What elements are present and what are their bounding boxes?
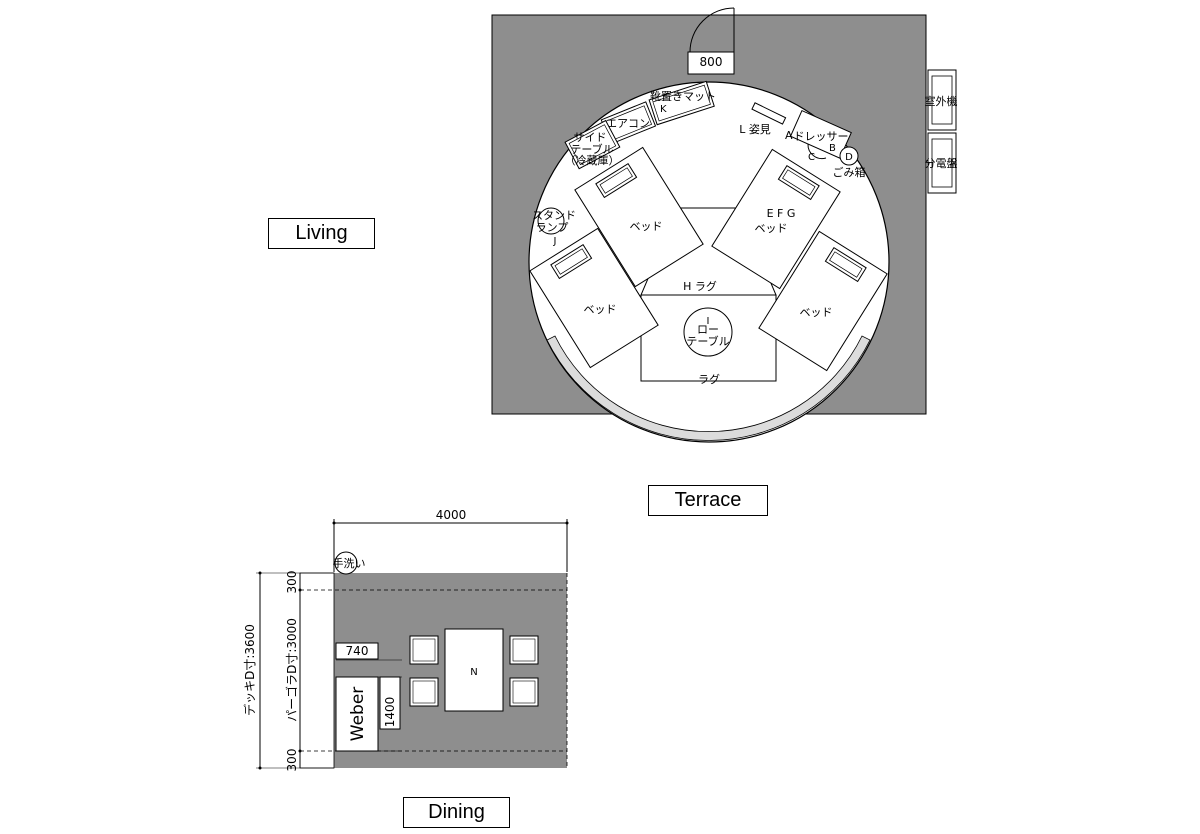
bed-top-right-label: ベッド xyxy=(755,222,788,235)
rug-h-label: H ラグ xyxy=(683,279,717,293)
hand-wash-label: 手洗い xyxy=(333,556,366,570)
trash-bin xyxy=(839,146,859,166)
side-table xyxy=(564,119,621,170)
dresser xyxy=(789,109,852,159)
bed-efg-label: E F G xyxy=(767,207,796,220)
chair xyxy=(509,677,539,707)
code-c: C xyxy=(808,152,815,163)
outdoor-unit-label: 室外機 xyxy=(925,94,958,108)
mirror-label: L 姿見 xyxy=(739,123,771,136)
stand-lamp xyxy=(537,207,565,235)
side-table-label-1: サイド xyxy=(574,131,607,144)
chair xyxy=(409,677,439,707)
grill-width-box xyxy=(335,642,379,660)
aircon-label: エアコン xyxy=(606,117,650,130)
shoe-mat xyxy=(648,80,715,126)
code-b: B xyxy=(829,143,836,154)
bed-bottom-right-label: ベッド xyxy=(800,306,833,319)
lamp-label-2: ランプ xyxy=(536,221,569,234)
side-table-label-2: テーブル xyxy=(570,142,613,156)
top-300-dimension: 300 xyxy=(285,571,299,594)
outdoor-unit xyxy=(927,69,957,131)
hand-wash-sink xyxy=(334,551,358,575)
low-table xyxy=(683,307,733,357)
tent-eave xyxy=(546,335,871,441)
dining-label: Dining xyxy=(403,797,510,828)
grill-depth-box xyxy=(379,676,401,730)
breaker-panel xyxy=(927,132,957,194)
bed-bottom-left xyxy=(529,227,659,369)
breaker-panel-label: 分電盤 xyxy=(925,157,958,170)
dresser-chair xyxy=(807,143,827,160)
grill-depth-dimension: 1400 xyxy=(383,697,397,728)
dining-width-dimension: 4000 xyxy=(436,508,467,522)
bed-top-left xyxy=(574,146,704,288)
pergola-depth-dimension: パーゴラD寸:3000 xyxy=(284,618,299,722)
bed-top-left-label: ベッド xyxy=(630,220,663,233)
entrance-door-opening xyxy=(687,51,735,75)
door-swing xyxy=(689,7,735,53)
grill-label: Weber xyxy=(348,687,368,742)
low-table-label-1: ロー xyxy=(697,323,719,336)
chair xyxy=(409,635,439,665)
trash-label: ごみ箱 xyxy=(833,165,866,179)
side-table-label-3: （冷蔵庫） xyxy=(565,153,620,167)
shoe-mat-label: 靴置きマット xyxy=(650,89,716,103)
low-table-code: I xyxy=(707,316,710,327)
grill xyxy=(335,676,379,752)
living-label: Living xyxy=(268,218,375,249)
chair xyxy=(509,635,539,665)
deck-depth-dimension: デッキD寸:3600 xyxy=(242,624,257,716)
rug-label: ラグ xyxy=(698,372,720,386)
bed-bottom-left-label: ベッド xyxy=(584,303,617,316)
dresser-code: A xyxy=(785,129,793,142)
bed-bottom-right xyxy=(758,230,888,372)
bed-top-right xyxy=(711,148,841,290)
mirror xyxy=(751,102,787,125)
shoe-mat-code: K xyxy=(660,104,667,115)
dining-table-code: N xyxy=(470,667,477,678)
grill-width-dimension: 740 xyxy=(346,644,369,658)
dining-table xyxy=(444,628,504,712)
lamp-code: J xyxy=(553,236,557,247)
low-table-label-2: テーブル xyxy=(686,334,729,348)
terrace-label: Terrace xyxy=(648,485,768,516)
bottom-300-dimension: 300 xyxy=(285,749,299,772)
code-d: D xyxy=(845,152,853,163)
door-width-label: 800 xyxy=(700,55,723,69)
lamp-label-1: スタンド xyxy=(532,209,576,222)
dresser-label: ドレッサー xyxy=(794,130,849,143)
